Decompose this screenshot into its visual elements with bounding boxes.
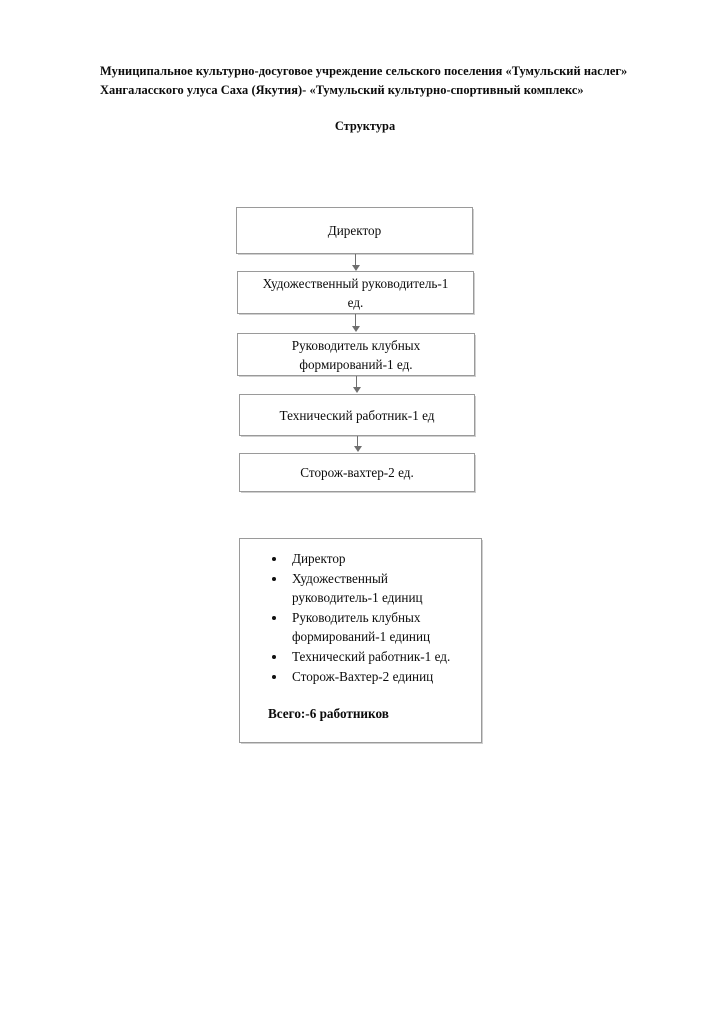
title-line-2: Хангаласского улуса Саха (Якутия)- «Туму… (100, 82, 584, 97)
list-item: Художественный руководитель-1 единиц (264, 569, 475, 608)
list-item-line-1: Сторож-Вахтер-2 единиц (292, 668, 434, 684)
list-item-line-1: Художественный (292, 570, 388, 586)
bullet-icon (272, 615, 276, 620)
down-arrow-icon-3 (351, 376, 362, 393)
org-box-watchman-line-1: Сторож-вахтер-2 ед. (300, 465, 414, 480)
org-box-director-line-1: Директор (327, 223, 382, 238)
bullet-icon (272, 654, 276, 659)
down-arrow-icon-1 (350, 254, 361, 271)
list-item-line-2: руководитель-1 единиц (292, 590, 423, 606)
org-box-technical-worker: Технический работник-1 ед (239, 394, 475, 436)
title-line-1: Муниципальное культурно-досуговое учрежд… (100, 64, 628, 78)
bullet-icon (272, 557, 276, 561)
bullet-icon (272, 576, 276, 581)
org-box-club-formations-head-line-1: Руководитель клубных (291, 337, 421, 353)
org-box-technical-worker-line-1: Технический работник-1 ед (279, 407, 435, 423)
list-item-line-1: Директор (292, 551, 346, 566)
list-item: Технический работник-1 ед. (264, 647, 475, 667)
down-arrow-icon-4 (352, 436, 363, 452)
list-item: Директор (264, 549, 475, 569)
org-box-artistic-director-line-2: ед. (347, 294, 364, 310)
document-header: Муниципальное культурно-досуговое учрежд… (100, 62, 628, 133)
list-item-line-1: Руководитель клубных (292, 609, 421, 625)
bullet-icon (272, 674, 276, 679)
list-item-line-2: формирований-1 единиц (292, 629, 431, 645)
org-box-director: Директор (236, 207, 473, 254)
org-box-watchman: Сторож-вахтер-2 ед. (239, 453, 475, 492)
org-box-club-formations-head-line-2: формирований-1 ед. (299, 356, 413, 372)
list-item-line-1: Технический работник-1 ед. (292, 648, 451, 664)
org-box-artistic-director-line-1: Художественный руководитель-1 (262, 275, 449, 291)
down-arrow-icon-2 (350, 314, 361, 332)
staff-list-panel: Директор Художественный руководитель-1 е… (239, 538, 482, 743)
page-title: Структура (334, 119, 396, 133)
staff-total-label: Всего:-6 работников (268, 706, 389, 722)
list-item: Руководитель клубных формирований-1 един… (264, 608, 475, 647)
list-item: Сторож-Вахтер-2 единиц (264, 667, 475, 687)
org-box-artistic-director: Художественный руководитель-1 ед. (237, 271, 474, 314)
org-box-club-formations-head: Руководитель клубных формирований-1 ед. (237, 333, 475, 376)
